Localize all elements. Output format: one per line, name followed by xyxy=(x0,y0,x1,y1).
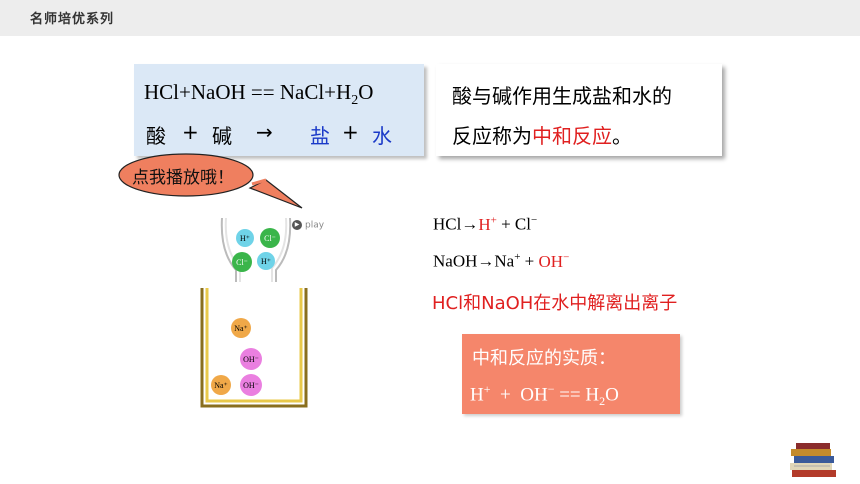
equation-tail: O xyxy=(358,80,374,104)
neutralization-term: 中和反应 xyxy=(532,124,612,148)
hcl-prefix: HCl→ xyxy=(433,214,479,234)
svg-text:H⁺: H⁺ xyxy=(240,234,250,243)
header-bar: 名师培优系列 xyxy=(0,0,860,36)
bubble-shape xyxy=(118,153,303,209)
neutralization-equation: HCl+NaOH == NaCl+H2O xyxy=(144,80,373,109)
word-plus-2: + xyxy=(342,120,359,144)
ess-o: O xyxy=(605,384,619,406)
definition-line-1: 酸与碱作用生成盐和水的 xyxy=(452,84,672,108)
ion-h-plus: H⁺ xyxy=(236,229,254,247)
brand-title: 名师培优系列 xyxy=(30,12,115,27)
cl-charge: − xyxy=(531,214,538,226)
ion-oh-minus: OH⁻ xyxy=(240,374,262,396)
cl-symbol: + Cl xyxy=(496,214,531,234)
ess-oh-charge: − xyxy=(547,382,555,396)
oh-ion: OH− xyxy=(538,251,570,271)
svg-text:Na⁺: Na⁺ xyxy=(234,324,248,333)
h-symbol: H xyxy=(478,214,491,234)
definition-line-2: 反应称为中和反应。 xyxy=(452,120,632,149)
ion-na-plus: Na⁺ xyxy=(211,375,231,395)
ion-h-plus: H⁺ xyxy=(257,252,275,270)
word-arrow: → xyxy=(256,120,273,144)
ion-na-plus: Na⁺ xyxy=(231,318,251,338)
hcl-dissociation: HCl→H+ + Cl− xyxy=(433,214,537,235)
play-label: play xyxy=(305,220,325,231)
bubble-text: 点我播放哦！ xyxy=(132,168,234,188)
play-button[interactable]: ▶play xyxy=(292,220,324,231)
h-charge: + xyxy=(490,214,497,226)
oh-symbol: OH xyxy=(538,251,564,271)
naoh-prefix: NaOH→Na xyxy=(433,251,515,271)
ess-h-charge: + xyxy=(483,382,491,396)
definition-prefix: 反应称为 xyxy=(452,124,532,148)
ess-oh: OH xyxy=(520,384,548,406)
reaction-animation[interactable]: H⁺ Cl⁻ Cl⁻ H⁺ Na⁺ OH⁻ Na⁺ OH⁻ xyxy=(196,212,316,412)
definition-box xyxy=(436,64,722,156)
ess-plus: + xyxy=(500,384,511,406)
svg-text:Na⁺: Na⁺ xyxy=(214,381,228,390)
ess-h: H xyxy=(470,384,484,406)
svg-text:OH⁻: OH⁻ xyxy=(243,381,259,390)
equation-box xyxy=(134,64,424,156)
naoh-plus: + xyxy=(520,251,539,271)
oh-charge: − xyxy=(563,251,570,263)
ess-h2-sub: 2 xyxy=(599,394,606,409)
svg-text:OH⁻: OH⁻ xyxy=(243,355,259,364)
equation-main: HCl+NaOH == NaCl+H xyxy=(144,80,352,104)
word-water: 水 xyxy=(372,124,392,148)
dissociation-statement: HCl和NaOH在水中解离出离子 xyxy=(432,293,678,314)
ion-cl-minus: Cl⁻ xyxy=(232,252,252,272)
h-ion: H+ xyxy=(478,214,497,234)
word-plus-1: + xyxy=(182,120,199,144)
word-base: 碱 xyxy=(212,124,232,148)
equation-subscript: 2 xyxy=(351,93,359,109)
word-salt: 盐 xyxy=(310,124,330,148)
ess-h2: H xyxy=(585,384,600,406)
ion-cl-minus: Cl⁻ xyxy=(260,228,280,248)
definition-suffix: 。 xyxy=(612,124,632,148)
na-charge: + xyxy=(514,251,521,263)
play-icon: ▶ xyxy=(292,220,302,230)
word-acid: 酸 xyxy=(146,124,166,148)
svg-text:Cl⁻: Cl⁻ xyxy=(236,258,248,267)
essence-title: 中和反应的实质： xyxy=(472,348,616,369)
essence-box: 中和反应的实质： H+ + OH− == H2O xyxy=(462,334,680,414)
books-icon xyxy=(790,443,836,477)
svg-text:Cl⁻: Cl⁻ xyxy=(264,234,276,243)
speech-bubble[interactable]: 点我播放哦！ xyxy=(116,150,316,210)
essence-equation: H+ + OH− == H2O xyxy=(470,382,619,409)
naoh-dissociation: NaOH→Na+ + OH− xyxy=(433,251,569,272)
ess-eq-sign: == xyxy=(559,384,581,406)
ion-oh-minus: OH⁻ xyxy=(240,348,262,370)
svg-text:H⁺: H⁺ xyxy=(261,257,271,266)
